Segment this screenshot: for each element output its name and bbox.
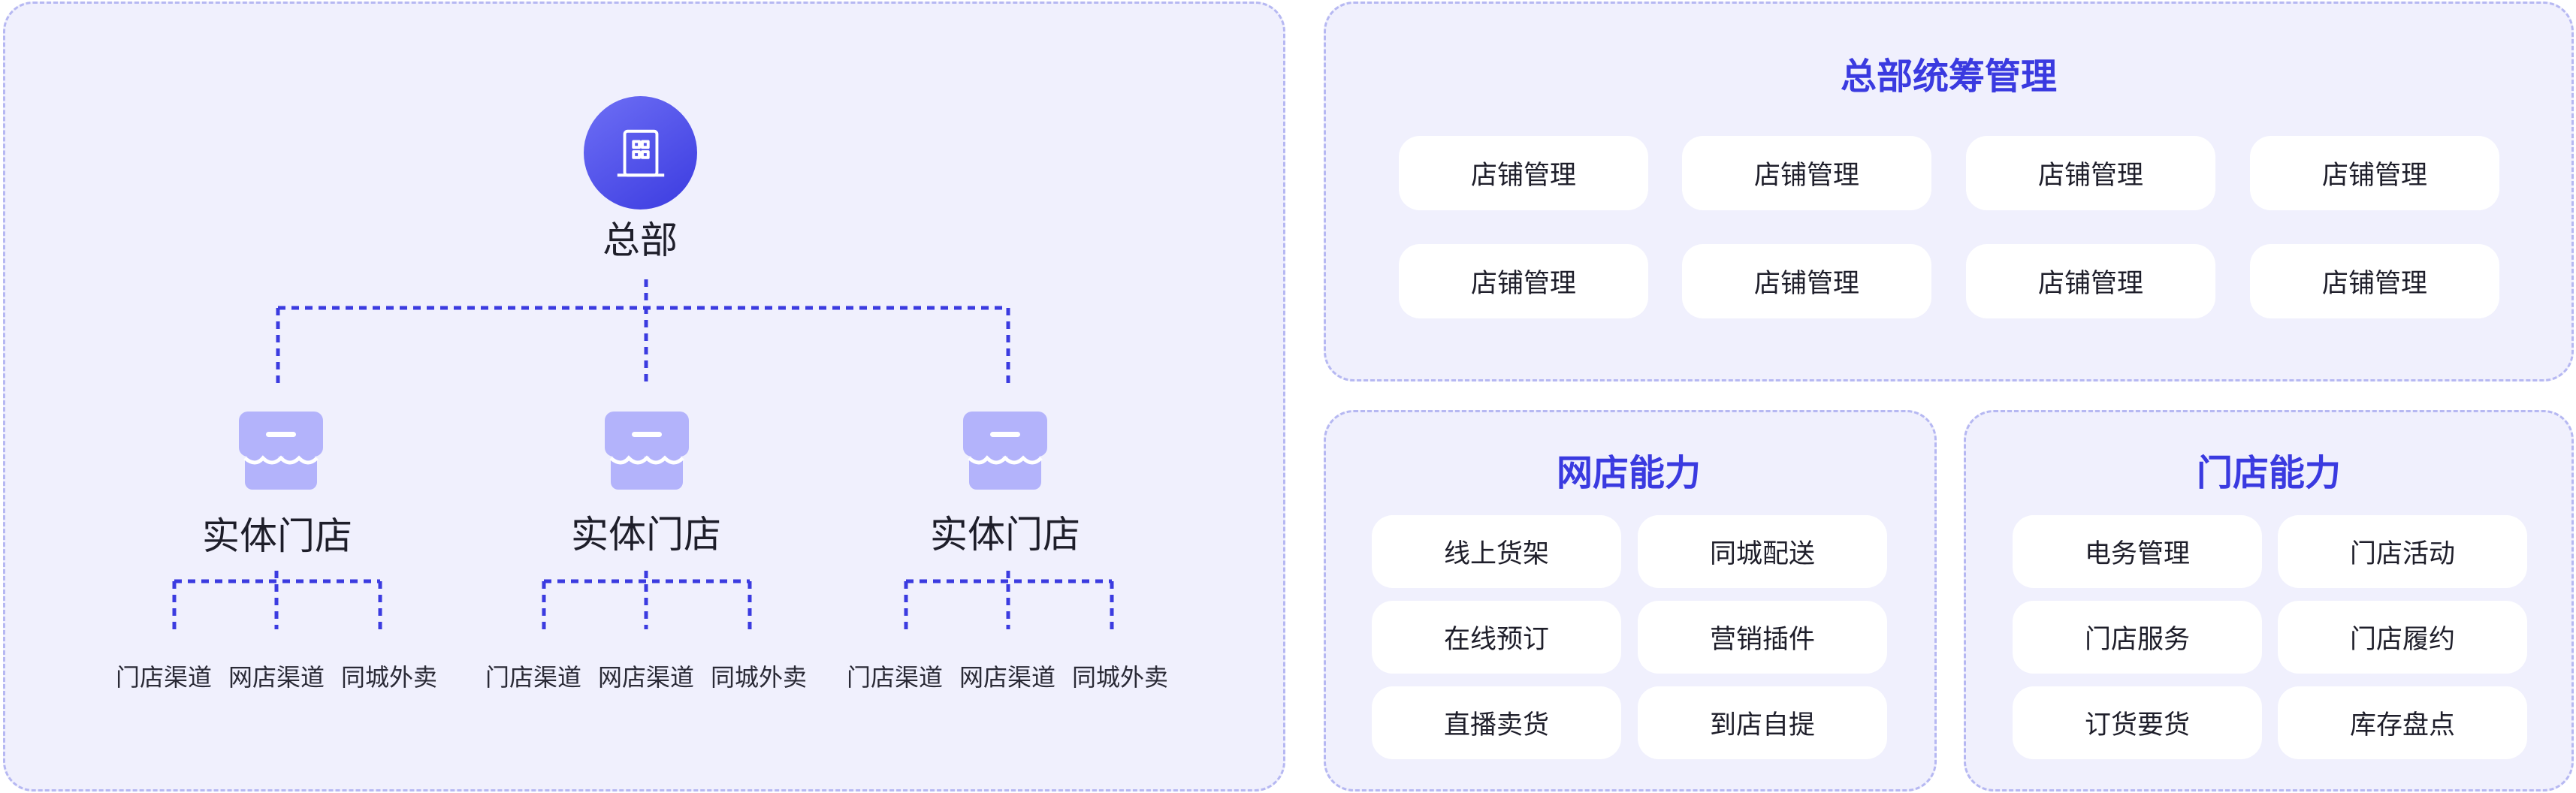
channel-label: 同城外卖 bbox=[710, 663, 807, 692]
building-icon bbox=[584, 96, 697, 210]
store-capability-item[interactable]: 门店活动 bbox=[2278, 515, 2527, 588]
store-capability-item[interactable]: 订货要货 bbox=[2013, 686, 2262, 759]
online-capability-title: 网店能力 bbox=[1556, 452, 1701, 494]
channel-label: 网店渠道 bbox=[959, 663, 1055, 692]
store-capability-item[interactable]: 电务管理 bbox=[2013, 515, 2262, 588]
hq-item[interactable]: 店铺管理 bbox=[1966, 244, 2215, 318]
store-label: 实体门店 bbox=[202, 514, 352, 558]
online-capability-item[interactable]: 在线预订 bbox=[1372, 601, 1621, 674]
hq-item[interactable]: 店铺管理 bbox=[1399, 244, 1648, 318]
online-capability-item[interactable]: 直播卖货 bbox=[1372, 686, 1621, 759]
storefront-icon bbox=[605, 412, 689, 490]
storefront-icon bbox=[239, 412, 323, 490]
hq-item[interactable]: 店铺管理 bbox=[1682, 244, 1931, 318]
hq-management-title: 总部统筹管理 bbox=[1840, 56, 2057, 98]
online-capability-item[interactable]: 同城配送 bbox=[1638, 515, 1887, 588]
channel-label: 同城外卖 bbox=[1071, 663, 1168, 692]
channel-label: 网店渠道 bbox=[597, 663, 694, 692]
storefront-icon bbox=[963, 412, 1047, 490]
online-capability-item[interactable]: 营销插件 bbox=[1638, 601, 1887, 674]
online-capability-item[interactable]: 到店自提 bbox=[1638, 686, 1887, 759]
channel-label: 门店渠道 bbox=[846, 663, 943, 692]
online-capability-item[interactable]: 线上货架 bbox=[1372, 515, 1621, 588]
channel-label: 门店渠道 bbox=[115, 663, 212, 692]
store-label: 实体门店 bbox=[571, 513, 721, 556]
hq-item[interactable]: 店铺管理 bbox=[1399, 136, 1648, 210]
hq-item[interactable]: 店铺管理 bbox=[1682, 136, 1931, 210]
channel-label: 门店渠道 bbox=[485, 663, 581, 692]
hq-item[interactable]: 店铺管理 bbox=[2250, 244, 2499, 318]
store-capability-item[interactable]: 门店服务 bbox=[2013, 601, 2262, 674]
channel-label: 网店渠道 bbox=[228, 663, 325, 692]
store-label: 实体门店 bbox=[930, 513, 1080, 556]
store-capability-title: 门店能力 bbox=[2196, 452, 2341, 494]
channel-label: 同城外卖 bbox=[340, 663, 437, 692]
hq-label: 总部 bbox=[602, 219, 678, 262]
store-capability-item[interactable]: 库存盘点 bbox=[2278, 686, 2527, 759]
hq-item[interactable]: 店铺管理 bbox=[2250, 136, 2499, 210]
store-capability-item[interactable]: 门店履约 bbox=[2278, 601, 2527, 674]
hq-item[interactable]: 店铺管理 bbox=[1966, 136, 2215, 210]
